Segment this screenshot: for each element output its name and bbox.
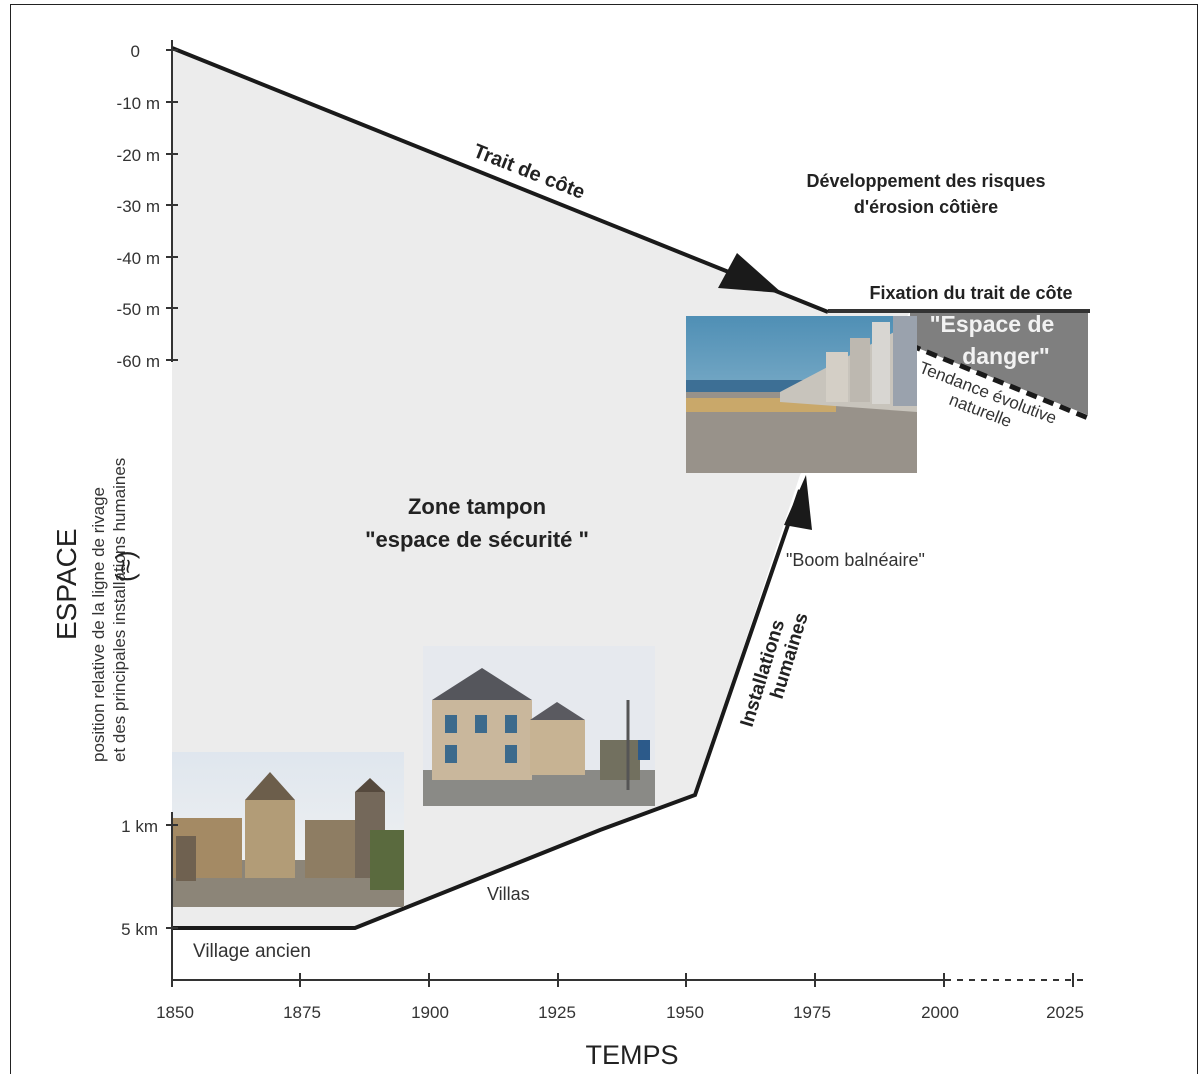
axis-break-symbol: (≈)	[110, 550, 140, 582]
installations-arrow	[784, 475, 812, 530]
x-tick: 1925	[538, 1003, 576, 1022]
x-tick: 1850	[156, 1003, 194, 1022]
y-axis-subtitle-2: et des principales installations humaine…	[110, 458, 129, 762]
figure-frame	[10, 4, 1198, 1074]
risk-label-1: Développement des risques	[806, 171, 1045, 191]
villa-photo	[423, 646, 655, 806]
y-tick: -10 m	[117, 94, 160, 113]
buffer-zone-title: Zone tampon	[408, 494, 546, 519]
x-tick: 1975	[793, 1003, 831, 1022]
x-tick: 1900	[411, 1003, 449, 1022]
villas-label: Villas	[487, 884, 530, 904]
coastline-line	[171, 46, 829, 314]
x-axis-title: TEMPS	[585, 1040, 678, 1070]
village-photo	[172, 752, 404, 907]
y-tick: -50 m	[117, 300, 160, 319]
y-tick-labels: 0 -10 m -20 m -30 m -40 m -50 m -60 m 1 …	[117, 42, 160, 939]
danger-label-2: danger"	[962, 343, 1050, 369]
installations-line	[172, 489, 802, 930]
buffer-zone	[172, 48, 910, 928]
x-tick: 2025	[1046, 1003, 1084, 1022]
seafront-photo	[686, 316, 917, 473]
y-axis-subtitle-1: position relative de la ligne de rivage	[89, 487, 108, 762]
coastline-arrow	[718, 253, 782, 293]
danger-label-1: "Espace de	[930, 311, 1055, 337]
y-tick: -20 m	[117, 146, 160, 165]
risk-label-2: d'érosion côtière	[854, 197, 998, 217]
y-tick: -30 m	[117, 197, 160, 216]
x-tick: 1875	[283, 1003, 321, 1022]
trend-line	[909, 342, 1089, 421]
y-tick: 5 km	[121, 920, 158, 939]
x-tick-labels: 1850 1875 1900 1925 1950 1975 2000 2025	[156, 1003, 1084, 1022]
boom-label: "Boom balnéaire"	[786, 550, 925, 570]
fixation-label: Fixation du trait de côte	[869, 283, 1072, 303]
x-tick: 1950	[666, 1003, 704, 1022]
x-tick: 2000	[921, 1003, 959, 1022]
y-tick: 0	[131, 42, 140, 61]
y-tick: 1 km	[121, 817, 158, 836]
y-tick: -60 m	[117, 352, 160, 371]
y-axis-title: ESPACE	[51, 528, 82, 640]
danger-zone	[910, 312, 1088, 415]
y-tick: -40 m	[117, 249, 160, 268]
buffer-zone-subtitle: "espace de sécurité "	[365, 527, 589, 552]
village-label: Village ancien	[193, 941, 311, 962]
